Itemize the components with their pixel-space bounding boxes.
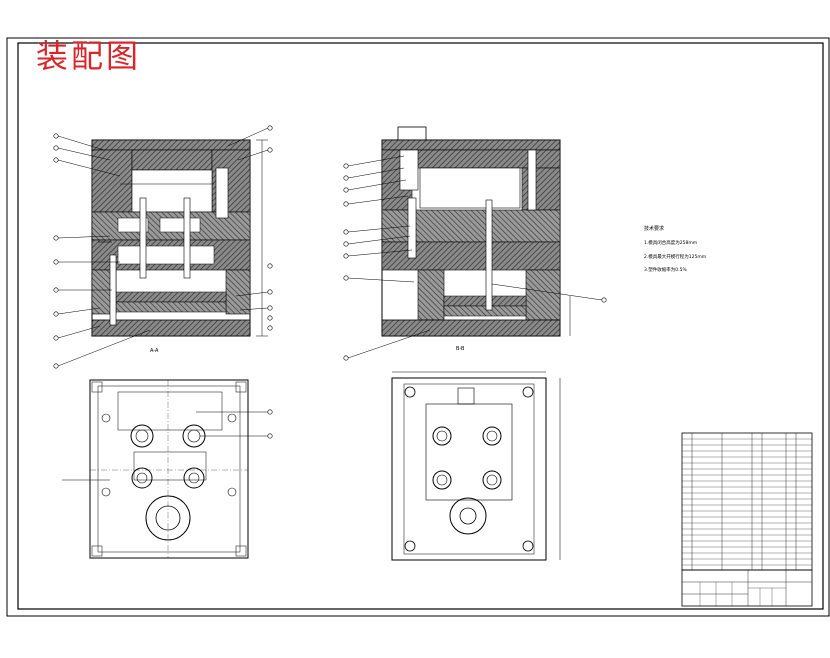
side-section-view: B-B <box>381 126 571 352</box>
notes-heading: 技术要求 <box>644 225 664 232</box>
side-view-caption: B-B <box>456 346 465 352</box>
moving-half-plan-view <box>62 379 268 559</box>
front-balloons <box>53 125 273 369</box>
technical-notes: 技术要求 1.模具闭合高度为258mm 2.模具最大开模行程为125mm 3.塑… <box>644 225 706 273</box>
note-line-1: 1.模具闭合高度为258mm <box>644 239 697 246</box>
fixed-half-plan-view <box>391 371 561 561</box>
note-line-2: 2.模具最大开模行程为125mm <box>644 253 706 260</box>
title-block <box>681 569 813 607</box>
front-view-caption: A-A <box>150 348 159 354</box>
drawing-title: 装配图 <box>36 37 142 75</box>
plan-balloons <box>267 409 273 439</box>
parts-list <box>681 432 813 571</box>
front-section-view: A-A <box>91 139 268 354</box>
side-leaders <box>347 155 603 359</box>
inner-border <box>17 42 824 610</box>
front-leaders <box>57 127 269 367</box>
side-balloons <box>343 163 607 361</box>
outer-border <box>6 37 830 617</box>
note-line-3: 3.塑件收缩率为0.5% <box>644 266 687 273</box>
